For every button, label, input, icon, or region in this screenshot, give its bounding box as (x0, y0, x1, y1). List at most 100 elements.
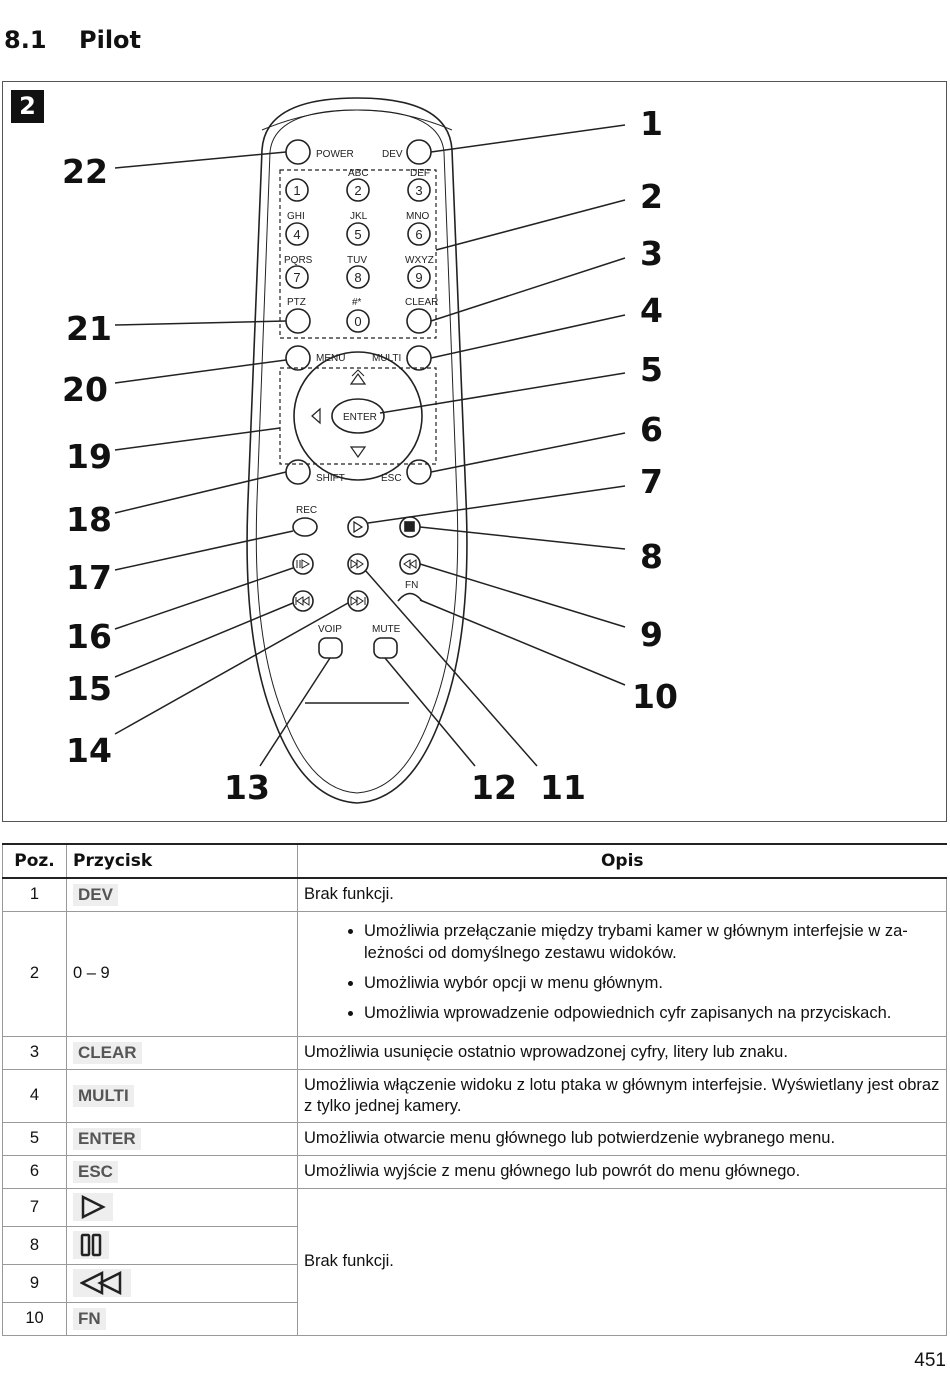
callout-9: 9 (640, 615, 663, 654)
play-icon (73, 1193, 113, 1221)
callout-7: 7 (640, 462, 663, 501)
svg-text:WXYZ: WXYZ (405, 255, 434, 266)
table-row: 3 CLEAR Umożliwia usunięcie ostatnio wpr… (2, 1035, 947, 1070)
rewind-icon (73, 1269, 131, 1297)
table-header-row: Poz. Przycisk Opis (2, 843, 947, 879)
dev-label: DEV (382, 149, 403, 160)
col-header-pos: Poz. (2, 843, 67, 879)
row-desc: Umożliwia wyjście z menu głównego lub po… (297, 1154, 947, 1189)
callout-2: 2 (640, 177, 663, 216)
svg-text:CLEAR: CLEAR (405, 297, 438, 308)
svg-text:PQRS: PQRS (284, 255, 313, 266)
row-pos: 6 (2, 1154, 67, 1189)
callout-19: 19 (66, 437, 112, 476)
callout-5: 5 (640, 350, 663, 389)
callout-11: 11 (540, 768, 586, 807)
callout-21: 21 (66, 309, 112, 348)
table-row: 1 DEV Brak funkcji. (2, 877, 947, 912)
row-pos: 3 (2, 1035, 67, 1070)
svg-text:MNO: MNO (406, 211, 430, 222)
list-item: Umożliwia wprowadzenie odpowiednich cyfr… (364, 1002, 940, 1024)
svg-text:FN: FN (405, 580, 418, 591)
svg-text:6: 6 (415, 227, 422, 242)
remote-control-illustration: POWER DEV ABC DEF GHI JKL MNO PQRS TUV W… (114, 97, 626, 804)
callout-17: 17 (66, 558, 112, 597)
row-pos: 5 (2, 1121, 67, 1156)
callout-16: 16 (66, 617, 112, 656)
svg-text:ESC: ESC (381, 473, 402, 484)
row-pos: 2 (2, 910, 67, 1037)
callout-1: 1 (640, 104, 663, 143)
row-desc: Umożliwia przełączanie między trybami ka… (297, 910, 947, 1037)
svg-text:JKL: JKL (350, 211, 368, 222)
callout-13: 13 (224, 768, 270, 807)
svg-text:DEF: DEF (410, 168, 430, 179)
key-label: ESC (73, 1160, 118, 1183)
key-label: 0 – 9 (66, 910, 298, 1037)
table-row: 5 ENTER Umożliwia otwarcie menu głównego… (2, 1121, 947, 1156)
svg-text:ABC: ABC (348, 168, 369, 179)
svg-text:MULTI: MULTI (372, 353, 401, 364)
col-header-button: Przycisk (66, 843, 298, 879)
button-function-table: Poz. Przycisk Opis 1 DEV Brak funkcji. 2… (2, 843, 947, 1336)
row-desc: Umożliwia otwarcie menu głównego lub pot… (297, 1121, 947, 1156)
row-desc: Brak funkcji. (297, 877, 947, 912)
navigation-pad-group (279, 367, 437, 465)
svg-text:ENTER: ENTER (343, 412, 377, 423)
key-label: CLEAR (73, 1041, 142, 1064)
svg-text:8: 8 (354, 270, 361, 285)
figure-badge: 2 (11, 90, 44, 123)
list-item: Umożliwia przełączanie między trybami ka… (364, 920, 940, 964)
key-label: MULTI (73, 1084, 134, 1107)
power-label: POWER (316, 149, 354, 160)
table-row: 10 FN (2, 1301, 947, 1336)
svg-text:REC: REC (296, 505, 317, 516)
col-header-desc: Opis (297, 843, 947, 879)
svg-text:5: 5 (354, 227, 361, 242)
callout-15: 15 (66, 669, 112, 708)
row-desc-merged: Brak funkcji. (297, 1187, 947, 1336)
svg-text:GHI: GHI (287, 211, 305, 222)
key-label: FN (73, 1307, 106, 1330)
list-item: Umożliwia wybór opcji w menu głównym. (364, 972, 940, 994)
svg-text:TUV: TUV (347, 255, 367, 266)
figure-frame (2, 81, 947, 822)
remote-body-outline (246, 97, 468, 804)
callout-14: 14 (66, 731, 112, 770)
row-pos: 1 (2, 877, 67, 912)
section-heading: 8.1 Pilot (4, 26, 141, 54)
callout-20: 20 (62, 370, 108, 409)
section-title: Pilot (79, 26, 142, 54)
svg-text:MENU: MENU (316, 353, 345, 364)
callout-10: 10 (632, 677, 678, 716)
callout-3: 3 (640, 234, 663, 273)
callout-18: 18 (66, 500, 112, 539)
callout-22: 22 (62, 152, 108, 191)
svg-text:2: 2 (354, 183, 361, 198)
callout-4: 4 (640, 291, 663, 330)
row-desc: Umożliwia włączenie widoku z lotu ptaka … (297, 1068, 947, 1123)
svg-text:9: 9 (415, 270, 422, 285)
callout-12: 12 (471, 768, 517, 807)
row-pos: 4 (2, 1068, 67, 1123)
svg-text:7: 7 (293, 270, 300, 285)
svg-text:PTZ: PTZ (287, 297, 306, 308)
row-pos: 7 (2, 1187, 67, 1227)
callout-8: 8 (640, 537, 663, 576)
table-row: 4 MULTI Umożliwia włączenie widoku z lot… (2, 1068, 947, 1123)
numeric-keypad-group (279, 169, 437, 339)
pause-icon (73, 1231, 109, 1259)
svg-text:1: 1 (293, 183, 300, 198)
table-row: 2 0 – 9 Umożliwia przełączanie między tr… (2, 910, 947, 1037)
svg-text:0: 0 (354, 314, 361, 329)
svg-text:#*: #* (352, 297, 362, 308)
section-number: 8.1 (4, 26, 47, 54)
page-number: 451 (914, 1350, 946, 1371)
row-desc: Umożliwia usunięcie ostatnio wprowadzone… (297, 1035, 947, 1070)
svg-text:VOIP: VOIP (318, 624, 342, 635)
svg-text:3: 3 (415, 183, 422, 198)
row-pos: 8 (2, 1225, 67, 1265)
row-pos: 10 (2, 1301, 67, 1336)
callout-6: 6 (640, 410, 663, 449)
svg-text:MUTE: MUTE (372, 624, 401, 635)
